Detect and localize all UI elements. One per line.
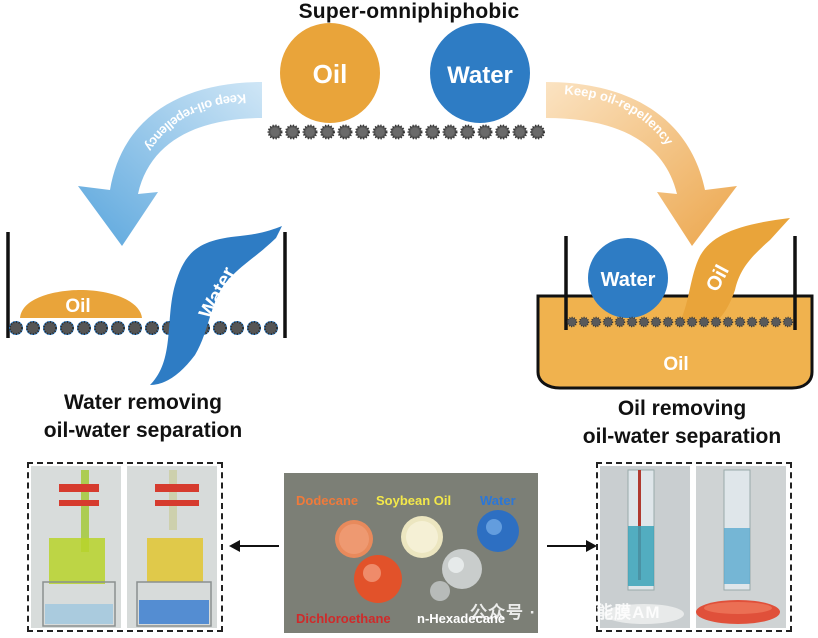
membrane-particle xyxy=(638,316,650,328)
droplet-photo: Dodecane Soybean Oil Water Dichloroethan… xyxy=(284,473,538,633)
membrane-particle xyxy=(442,124,458,140)
right-water-label: Water xyxy=(601,269,656,291)
left-membrane-particles xyxy=(8,320,279,336)
left-curved-arrow: Keep oil-repellency xyxy=(78,82,262,246)
membrane-particle xyxy=(337,124,353,140)
liquid-label-water: Water xyxy=(480,493,516,508)
membrane-particle xyxy=(662,316,674,328)
watermark: 公众号 · 先进功能膜AM xyxy=(470,603,661,622)
membrane-particle xyxy=(372,124,388,140)
membrane-particle xyxy=(407,124,423,140)
right-separation-setup: Oil Oil Water xyxy=(536,218,814,390)
membrane-particle xyxy=(110,320,126,336)
liquid-label-dichloroethane: Dichloroethane xyxy=(296,611,391,626)
membrane-particle xyxy=(746,316,758,328)
membrane-particle xyxy=(320,124,335,140)
membrane-particle xyxy=(263,320,279,336)
membrane-particle xyxy=(512,124,528,140)
membrane-particle xyxy=(698,316,710,328)
membrane-particle xyxy=(8,320,24,336)
left-caption: Water removing oil-water separation xyxy=(8,389,278,445)
membrane-particle xyxy=(246,320,262,336)
membrane-particle xyxy=(477,124,493,140)
membrane-particle xyxy=(530,124,545,140)
membrane-particle xyxy=(267,124,283,140)
membrane-particle xyxy=(770,316,782,328)
membrane-particle xyxy=(355,124,370,140)
right-caption-line1: Oil removing xyxy=(617,397,747,420)
membrane-particle xyxy=(212,320,228,336)
water-droplet-right: Water xyxy=(588,238,668,318)
left-oil-label: Oil xyxy=(65,296,90,317)
membrane-particle xyxy=(710,316,722,328)
oil-stream-right xyxy=(680,218,790,322)
water-stream-left xyxy=(150,226,282,385)
separation-diagram: Oil Water Keep oil-repellency Keep oil-r… xyxy=(6,23,814,390)
right-photo-frame xyxy=(596,462,792,632)
basin-oil-label: Oil xyxy=(663,354,688,375)
membrane-particle xyxy=(758,316,770,328)
liquid-label-dodecane: Dodecane xyxy=(296,493,358,508)
membrane-particle xyxy=(390,124,405,140)
membrane-particle xyxy=(229,320,245,336)
oil-layer-left xyxy=(20,290,142,318)
left-photo-frame xyxy=(27,462,223,632)
liquid-label-soybean-oil: Soybean Oil xyxy=(376,493,451,508)
membrane-particle xyxy=(734,316,746,328)
water-droplet-label: Water xyxy=(447,62,513,89)
membrane-particle xyxy=(25,320,41,336)
membrane-particle xyxy=(578,316,590,328)
droplet-photo-art: Dodecane Soybean Oil Water Dichloroethan… xyxy=(284,473,538,633)
right-caption: Oil removing oil-water separation xyxy=(548,395,816,451)
membrane-particle xyxy=(674,316,686,328)
membrane-particle xyxy=(650,316,662,328)
left-caption-line2: oil-water separation xyxy=(43,419,243,442)
membrane-particle xyxy=(590,316,602,328)
top-surface-particles xyxy=(267,124,545,140)
left-caption-line1: Water removing xyxy=(64,391,222,414)
left-beaker-photos xyxy=(31,466,217,628)
membrane-particle xyxy=(626,316,638,328)
right-beaker-photos xyxy=(600,466,786,628)
water-droplet-top: Water xyxy=(430,23,530,123)
membrane-particle xyxy=(495,124,510,140)
membrane-particle xyxy=(425,124,440,140)
membrane-particle xyxy=(144,320,160,336)
membrane-particle xyxy=(686,316,698,328)
right-pointer-arrow xyxy=(547,540,597,552)
liquid-label-n-hexadecane: n-Hexadecane xyxy=(417,611,505,626)
right-curved-arrow: Keep oil-repellency xyxy=(546,82,737,246)
membrane-particle xyxy=(59,320,75,336)
membrane-particle xyxy=(614,316,626,328)
membrane-particle xyxy=(566,316,578,328)
membrane-particle xyxy=(782,316,794,328)
left-separation-setup: Oil Water xyxy=(6,226,287,385)
diagram-title: Super-omniphiphobic xyxy=(298,0,520,23)
membrane-particle xyxy=(722,316,734,328)
oil-droplet-label: Oil xyxy=(313,59,348,89)
membrane-particle xyxy=(76,320,92,336)
membrane-particle xyxy=(302,124,318,140)
membrane-particle xyxy=(460,124,475,140)
membrane-particle xyxy=(93,320,109,336)
right-caption-line2: oil-water separation xyxy=(582,425,782,448)
oil-droplet-top: Oil xyxy=(280,23,380,123)
membrane-particle xyxy=(42,320,58,336)
membrane-particle xyxy=(602,316,614,328)
membrane-particle xyxy=(285,124,300,140)
left-pointer-arrow xyxy=(229,540,279,552)
membrane-particle xyxy=(127,320,143,336)
